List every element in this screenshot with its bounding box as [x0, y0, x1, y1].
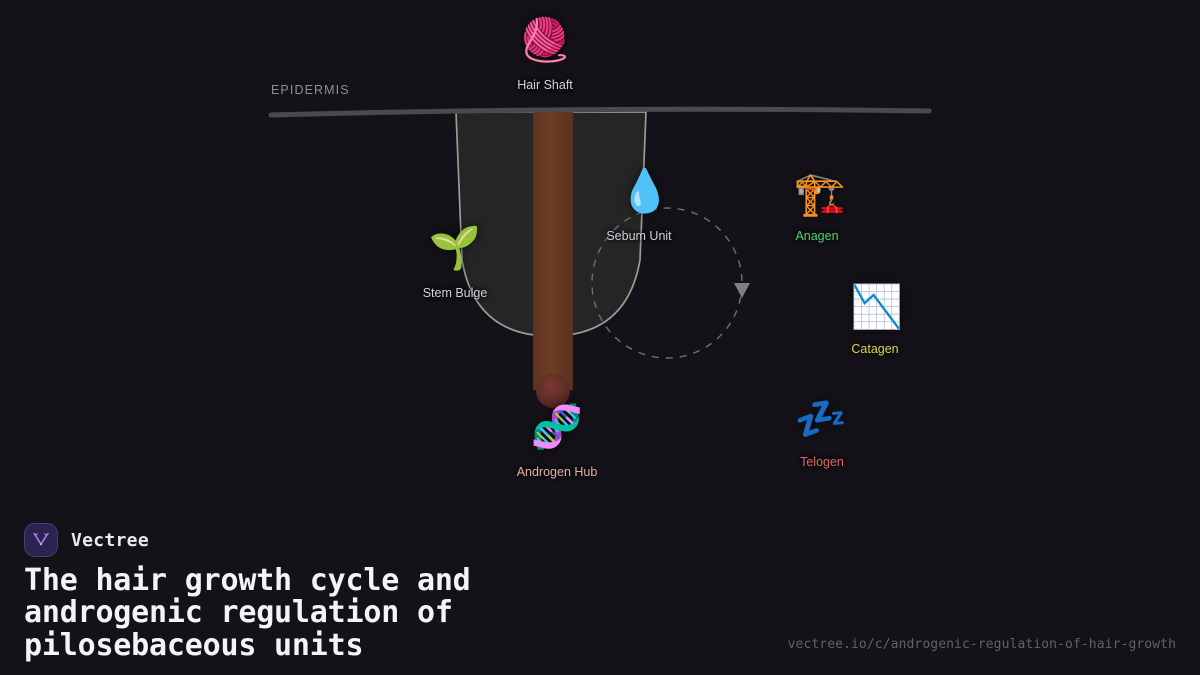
node-label-anagen: Anagen: [795, 229, 839, 243]
node-label-sebum-unit: Sebum Unit: [606, 229, 672, 243]
page-title: The hair growth cycle and androgenic reg…: [24, 563, 471, 663]
follicle-body-shape: [455, 111, 647, 337]
sleeping-zzz-icon: 💤: [794, 395, 848, 442]
hair-shaft-column: [533, 112, 573, 390]
node-label-androgen-hub: Androgen Hub: [516, 465, 598, 479]
brand-name: Vectree: [71, 529, 149, 551]
chart-decreasing-icon: 📉: [850, 283, 904, 330]
follicle-diagram: [268, 106, 932, 408]
vectree-tree-logo-icon: [24, 523, 58, 557]
node-label-catagen: Catagen: [851, 342, 899, 356]
epidermis-caption: EPIDERMIS: [271, 83, 350, 97]
brand-row: Vectree: [24, 523, 149, 557]
footer-bar: Vectree The hair growth cycle and androg…: [0, 495, 1200, 675]
construction-crane-icon: 🏗️: [793, 170, 847, 217]
dna-icon: 🧬: [530, 403, 584, 450]
growth-cycle-arrowhead: [734, 283, 750, 298]
node-label-hair-shaft: Hair Shaft: [517, 78, 573, 92]
seedling-icon: 🌱: [428, 224, 482, 271]
source-url: vectree.io/c/androgenic-regulation-of-ha…: [787, 637, 1176, 652]
node-label-stem-bulge: Stem Bulge: [422, 286, 488, 300]
node-label-telogen: Telogen: [800, 455, 844, 469]
droplet-icon: 💧: [618, 167, 672, 214]
epidermis-surface-line: [268, 106, 932, 118]
yarn-ball-icon: 🧶: [518, 16, 572, 63]
